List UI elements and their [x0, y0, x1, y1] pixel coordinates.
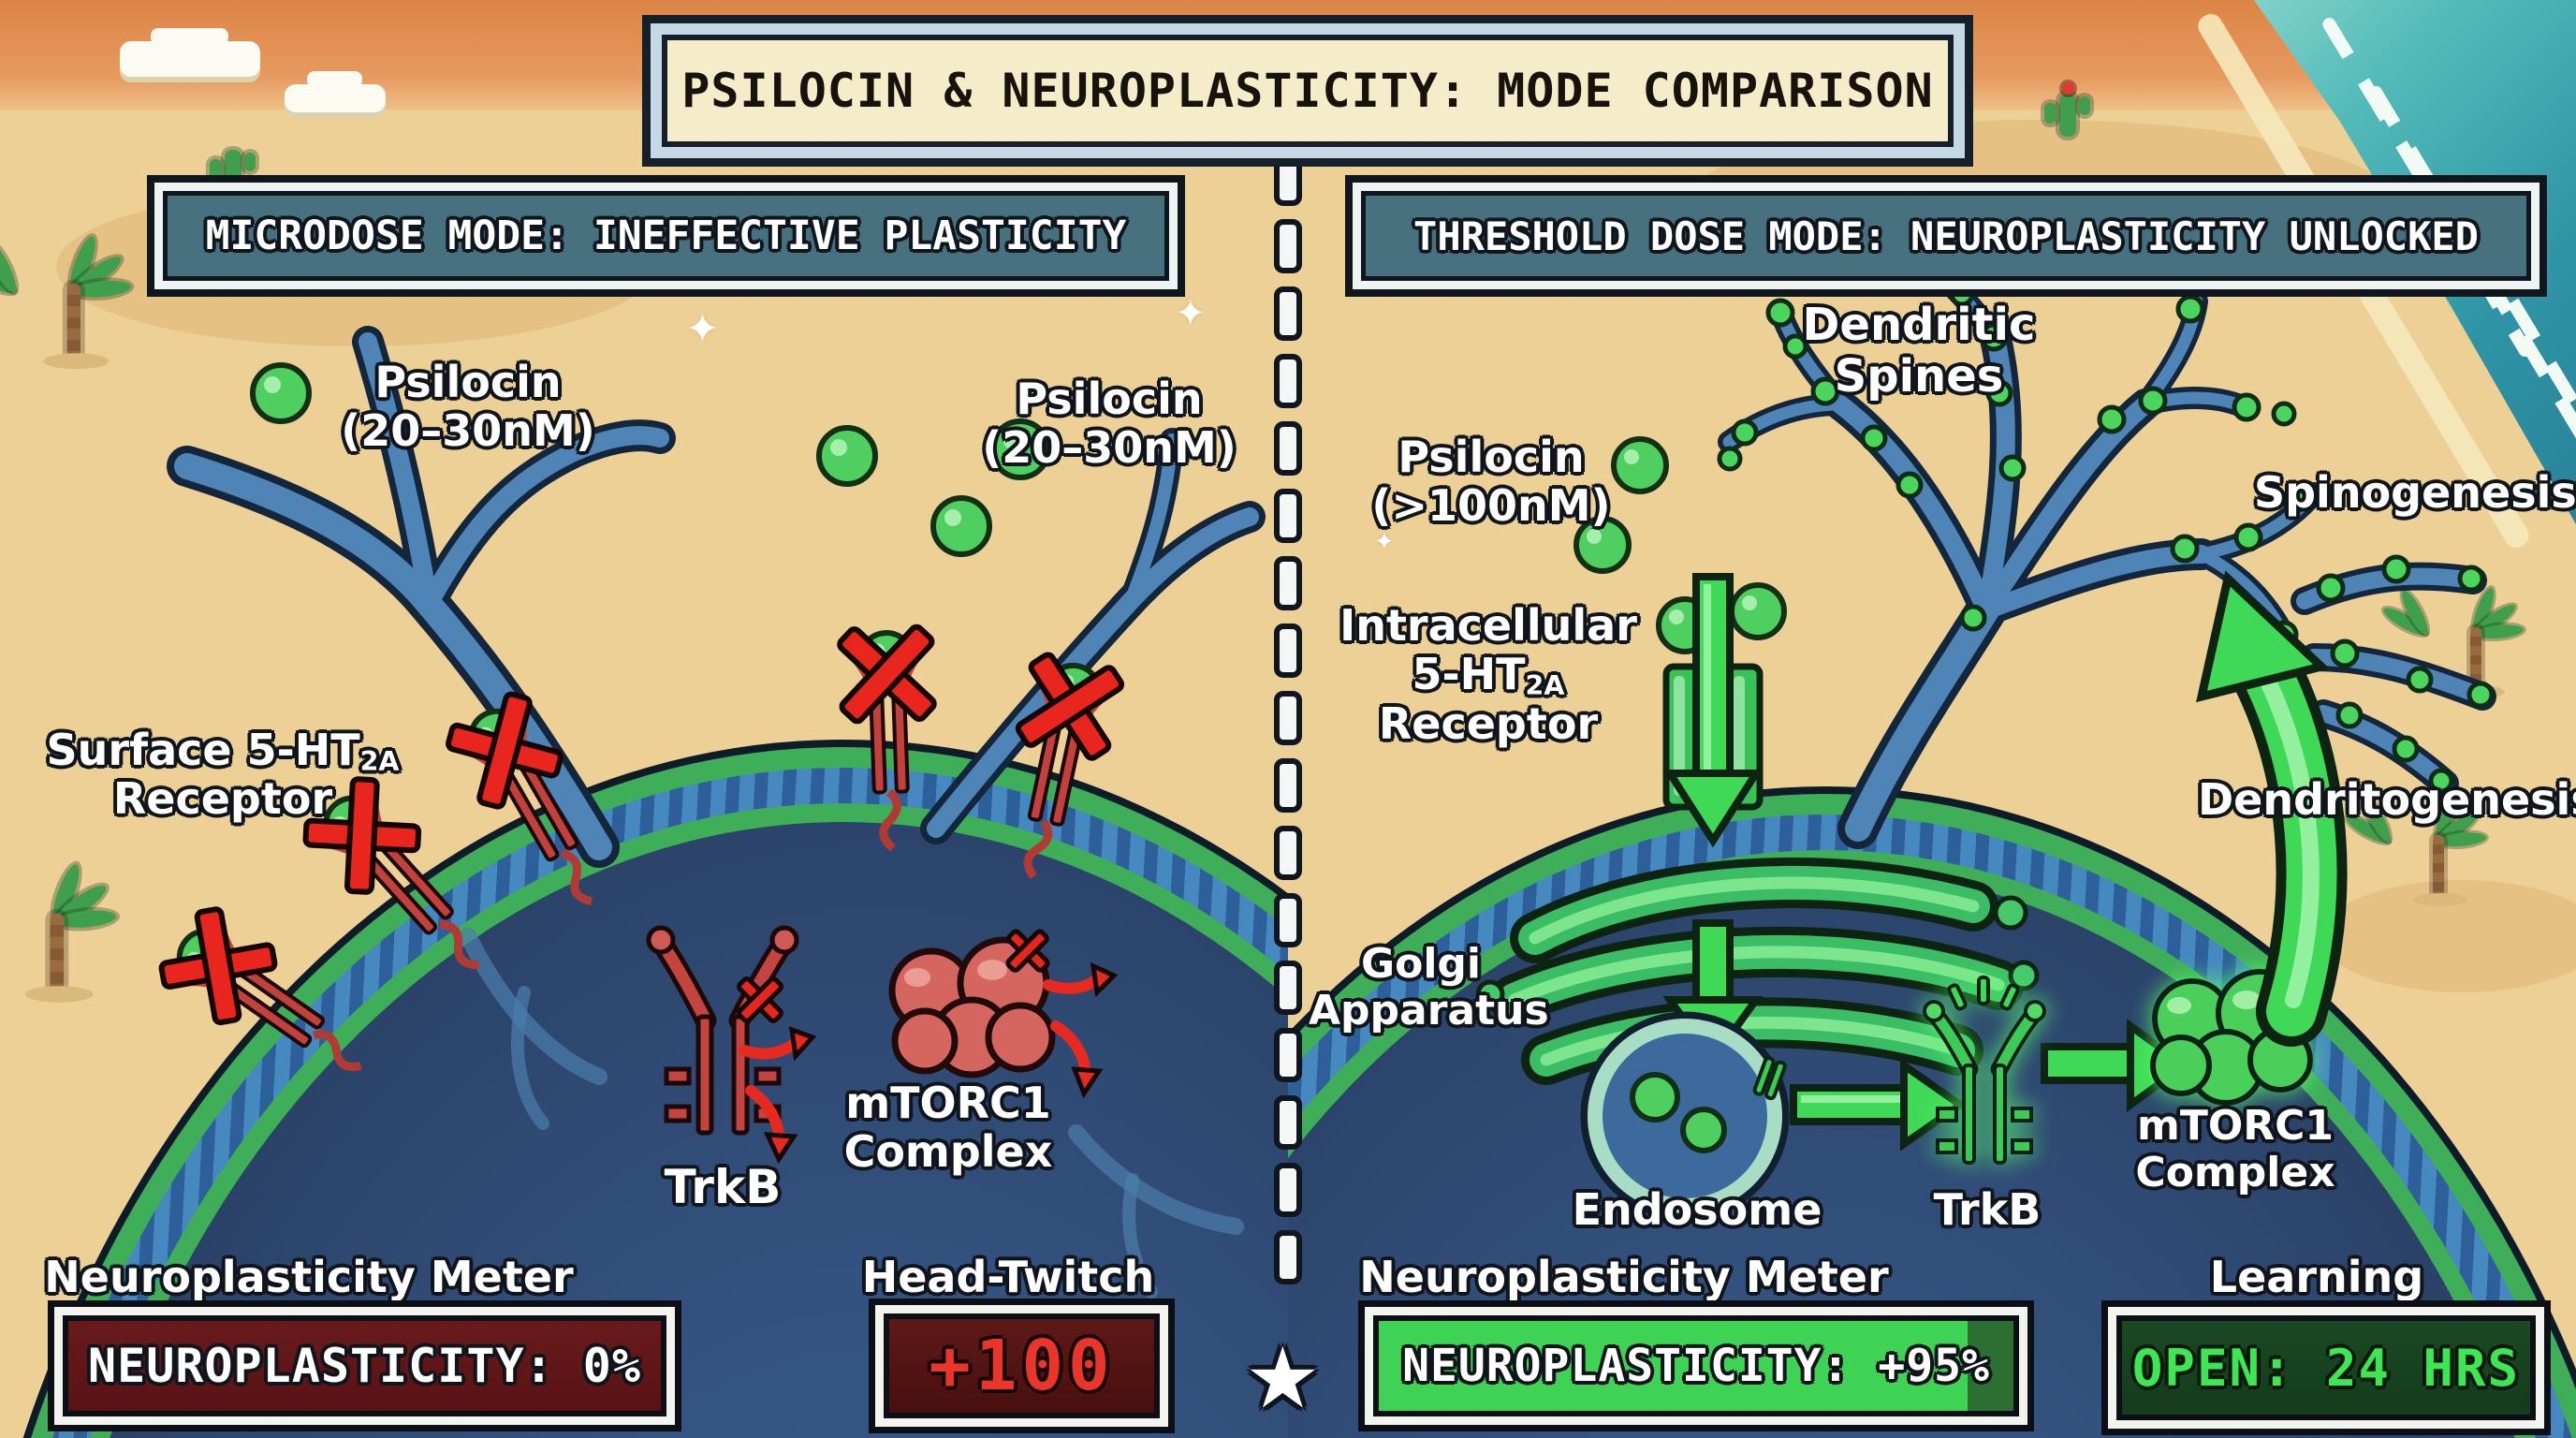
endosome-icon [1580, 1011, 1790, 1221]
signal-arrow-down-icon [1662, 573, 1764, 848]
blocked-receptor-icon [987, 649, 1127, 887]
golgi-apparatus-icon [1475, 857, 2040, 1085]
learning-window: OPEN: 24 HRS [2108, 1307, 2544, 1429]
neuroplasticity-meter-label-left: Neuroplasticity Meter [44, 1252, 574, 1302]
left-cell-inner-branches [460, 928, 1244, 1299]
mtorc1-label-right: mTORC1 Complex [2135, 1102, 2335, 1197]
palm-tree [0, 233, 132, 374]
cactus-flower [2062, 82, 2074, 95]
golgi-label: Golgi Apparatus [1309, 940, 1549, 1035]
neuroplasticity-value-left: NEUROPLASTICITY: 0% [88, 1338, 641, 1393]
dendritogenesis-arrow-icon [2196, 570, 2348, 1047]
psilocin-label-right: Psilocin (>100nM) [1371, 432, 1611, 532]
sparkle-icon [1999, 983, 2020, 1011]
surface-receptor-label: Surface 5-HT2A Receptor [46, 725, 400, 825]
neuroplasticity-value-right: NEUROPLASTICITY: +95% [1402, 1339, 1990, 1392]
page-title: PSILOCIN & NEUROPLASTICITY: MODE COMPARI… [681, 64, 1934, 118]
head-twitch-value: +100 [929, 1326, 1115, 1406]
cloud [285, 71, 386, 112]
endosome-label: Endosome [1572, 1184, 1822, 1235]
dendritic-spine-dots [1717, 264, 2495, 794]
threshold-header: THRESHOLD DOSE MODE: NEUROPLASTICITY UNL… [1353, 183, 2539, 289]
sparkle-icon [1947, 983, 1968, 1011]
spinogenesis-label: Spinogenesis [2254, 467, 2576, 518]
head-twitch-counter: +100 [875, 1305, 1168, 1427]
trkb-icon-inactive [646, 925, 799, 1136]
mtorc1-label-left: mTORC1 Complex [843, 1078, 1053, 1178]
dendritic-spines-label: Dendritic Spines [1802, 299, 2036, 403]
divider-star-icon: ★ [1245, 1329, 1321, 1428]
learning-window-value: OPEN: 24 HRS [2131, 1338, 2521, 1398]
blocked-receptor-icon [837, 624, 941, 850]
microdose-header-text: MICRODOSE MODE: INEFFECTIVE PLASTICITY [205, 213, 1127, 259]
dendritogenesis-label: Dendritogenesis [2198, 774, 2576, 825]
trkb-label-left: TrkB [664, 1160, 782, 1214]
trkb-label-right: TrkB [1933, 1184, 2042, 1235]
sparkle-icon: ✦ [1175, 292, 1207, 335]
left-dendrites [167, 326, 1266, 868]
trkb-icon-active [1923, 976, 2046, 1165]
signal-arrow-right-icon [1790, 1058, 1967, 1152]
neuroplasticity-meter-left: NEUROPLASTICITY: 0% [54, 1307, 675, 1425]
cactus [2044, 82, 2090, 137]
blocked-x-icon [1005, 929, 1050, 973]
cloud [120, 28, 260, 77]
cactus [210, 150, 256, 193]
psilocin-dots [250, 362, 1787, 654]
red-failed-arrow-icon [1043, 961, 1119, 1099]
psilocin-label-left-2: Psilocin (20–30nM) [982, 374, 1237, 474]
sparkle-icon: ✦ [685, 305, 720, 353]
title-banner: PSILOCIN & NEUROPLASTICITY: MODE COMPARI… [651, 23, 1965, 158]
psilocin-label-left-1: Psilocin (20–30nM) [341, 357, 595, 457]
threshold-header-text: THRESHOLD DOSE MODE: NEUROPLASTICITY UNL… [1413, 213, 2479, 259]
blocked-receptor-icon [151, 899, 388, 1106]
intracellular-receptor-label: Intracellular 5-HT2A Receptor [1339, 600, 1637, 749]
sparkle-icon: ✦ [1374, 528, 1395, 556]
sparkle-icon [1977, 976, 1990, 1005]
palm-tree [0, 861, 118, 1007]
blocked-x-icon [737, 976, 783, 1023]
microdose-header: MICRODOSE MODE: INEFFECTIVE PLASTICITY [154, 183, 1178, 289]
neuroplasticity-meter-right: NEUROPLASTICITY: +95% [1365, 1307, 2027, 1425]
red-failed-arrow-icon [739, 1026, 817, 1165]
neuroplasticity-meter-label-right: Neuroplasticity Meter [1359, 1252, 1889, 1302]
palm-tree [2343, 793, 2487, 910]
